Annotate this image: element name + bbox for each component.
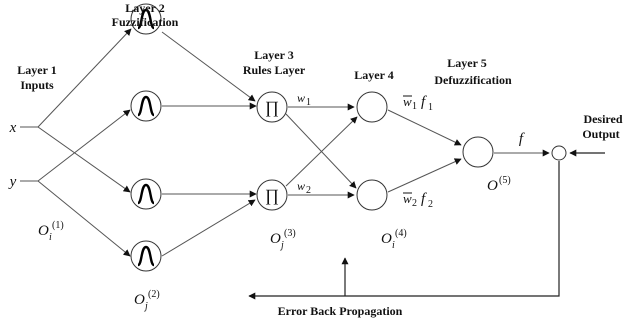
svg-text:O: O (270, 231, 281, 247)
svg-text:O: O (134, 292, 145, 308)
wbar2-f2-label: w 2 f 2 (403, 191, 433, 210)
svg-text:w: w (403, 94, 412, 109)
o1-label: O i (1) (38, 220, 64, 243)
feedback-loop (248, 161, 560, 300)
o5-label: O (5) (487, 175, 511, 194)
layer4-title: Layer 4 (354, 68, 393, 82)
desired-subtitle: Output (582, 127, 619, 141)
svg-text:O: O (381, 231, 392, 247)
input-y-label: y (8, 174, 17, 190)
o2-label: O j (2) (134, 289, 160, 312)
layer2-title: Layer 2 (125, 1, 164, 15)
layer3-subtitle: Rules Layer (243, 63, 306, 77)
rule-edges (285, 103, 358, 199)
layer3-title: Layer 3 (254, 48, 293, 62)
svg-text:j: j (143, 301, 148, 312)
error-back-propagation-label: Error Back Propagation (278, 304, 403, 318)
svg-text:w: w (297, 179, 305, 193)
rule-node-2: ∏ (256, 179, 288, 211)
input-x-label: x (9, 120, 17, 136)
product-symbol: ∏ (265, 98, 279, 117)
layer5-title: Layer 5 (447, 56, 486, 70)
output-f-label: f (519, 131, 525, 147)
svg-text:f: f (421, 191, 427, 207)
svg-text:i: i (392, 240, 395, 251)
output-edges (387, 109, 605, 193)
svg-text:2: 2 (412, 198, 417, 209)
sum-junction (551, 145, 567, 161)
svg-text:f: f (421, 94, 427, 110)
svg-text:O: O (487, 178, 498, 194)
layer1-subtitle: Inputs (20, 78, 54, 92)
svg-text:1: 1 (306, 97, 311, 108)
mf-node-4 (130, 240, 162, 272)
norm-node-2 (356, 179, 388, 211)
svg-text:(5): (5) (499, 175, 511, 186)
svg-text:1: 1 (412, 101, 417, 112)
o4-label: O i (4) (381, 228, 407, 251)
rule-node-1: ∏ (256, 91, 288, 123)
o3-label: O j (3) (270, 228, 296, 251)
svg-text:(2): (2) (148, 289, 160, 300)
svg-text:2: 2 (306, 185, 311, 196)
layer2-subtitle: Fuzzification (112, 15, 179, 29)
desired-title: Desired (583, 112, 622, 126)
svg-text:i: i (49, 232, 52, 243)
layer1-title: Layer 1 (17, 63, 56, 77)
norm-node-1 (356, 91, 388, 123)
defuzz-node (462, 136, 494, 168)
input-edges (20, 28, 132, 257)
layer5-subtitle: Defuzzification (434, 73, 512, 87)
svg-text:(4): (4) (395, 228, 407, 239)
mf-node-3 (130, 178, 162, 210)
w1-label: w 1 (297, 91, 311, 108)
product-symbol: ∏ (265, 186, 279, 205)
mf-node-1 (130, 3, 162, 35)
mf-node-2 (130, 90, 162, 122)
fuzzification-edges (161, 31, 257, 257)
svg-text:w: w (403, 191, 412, 206)
svg-text:O: O (38, 223, 49, 239)
svg-text:2: 2 (428, 199, 433, 210)
svg-text:1: 1 (428, 102, 433, 113)
svg-text:(1): (1) (52, 220, 64, 231)
svg-text:j: j (279, 240, 284, 251)
w2-label: w 2 (297, 179, 311, 196)
wbar1-f1-label: w 1 f 1 (403, 94, 433, 113)
svg-text:(3): (3) (284, 228, 296, 239)
svg-text:w: w (297, 91, 305, 105)
